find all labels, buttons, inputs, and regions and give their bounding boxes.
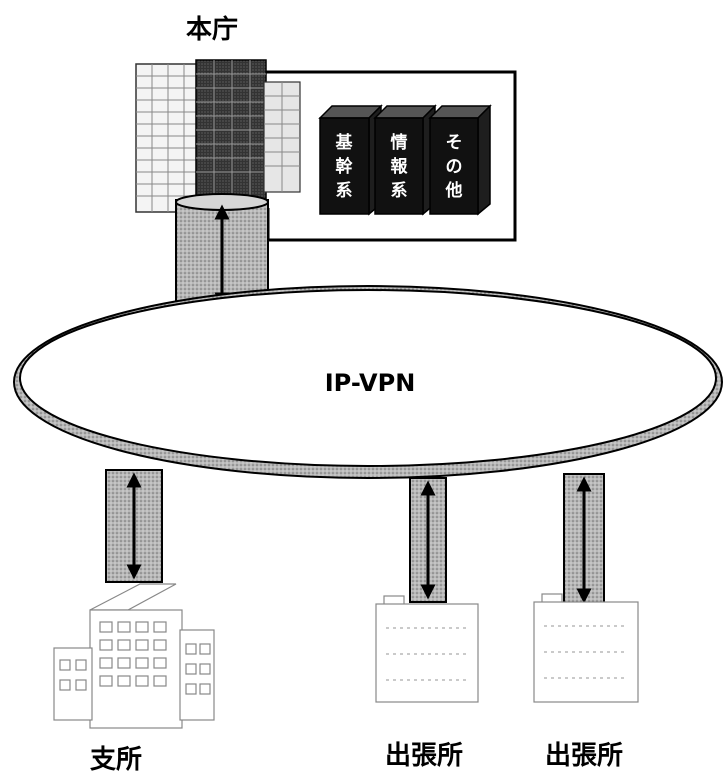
ip-vpn-network: IP-VPN [14, 286, 722, 478]
headquarters-building-icon [136, 60, 300, 212]
field-office-2-label: 出張所 [545, 741, 623, 771]
branch-office-label: 支所 [90, 745, 142, 775]
field-office-2-building-icon [534, 594, 638, 702]
system-label-char: 報 [391, 156, 409, 177]
system-cube-joho: 情 報 系 [375, 106, 435, 214]
branch-office-building-icon [54, 584, 214, 728]
network-label: IP-VPN [325, 369, 416, 397]
field-office-2-connection [564, 474, 604, 606]
system-label-char: そ [446, 133, 463, 153]
system-label-char: 情 [391, 132, 408, 153]
branch-connection [106, 470, 162, 582]
system-label-char: 系 [336, 181, 353, 201]
field-office-1-connection [410, 478, 446, 602]
field-office-1-label: 出張所 [385, 741, 463, 771]
system-label-char: 他 [445, 180, 463, 201]
system-cube-kikan: 基 幹 系 [320, 106, 381, 214]
system-label-char: 系 [391, 181, 408, 201]
system-label-char: の [446, 157, 463, 177]
headquarters-label: 本庁 [186, 14, 238, 45]
system-label-char: 幹 [336, 156, 354, 177]
system-label-char: 基 [335, 132, 354, 153]
system-cube-sonota: そ の 他 [430, 106, 490, 214]
field-office-1-building-icon [376, 596, 478, 702]
